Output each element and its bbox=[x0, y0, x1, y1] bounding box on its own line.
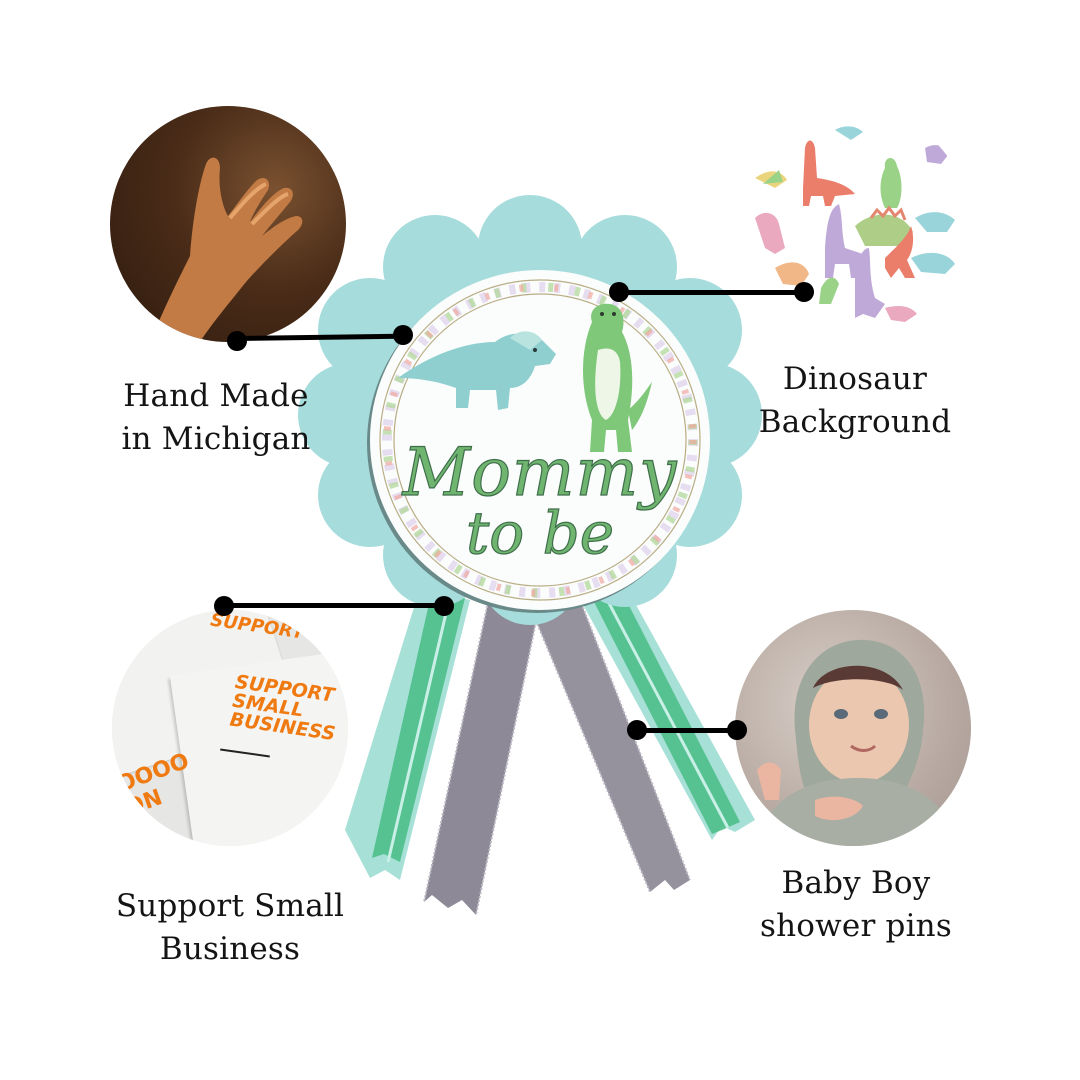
dinosaur-connector-dot-end bbox=[794, 282, 814, 302]
badge-title-to-be: to be bbox=[465, 499, 615, 567]
dinosaur-label-line1: Dinosaur bbox=[782, 361, 928, 397]
small-business-label: Support Small Business bbox=[100, 885, 360, 971]
hand-made-connector-dot-end bbox=[393, 325, 413, 345]
small-business-connector-dot-end bbox=[434, 596, 454, 616]
hand-made-label: Hand Made in Michigan bbox=[96, 375, 336, 461]
open-hand-icon bbox=[150, 157, 303, 342]
left-gray-ribbon bbox=[424, 602, 540, 915]
dinosaur-pattern-photo bbox=[735, 108, 970, 343]
small-business-connector-line bbox=[224, 603, 444, 608]
t-rex-illustration bbox=[583, 303, 652, 452]
baby-illustration bbox=[755, 639, 961, 846]
dinosaur-pattern-icon bbox=[755, 126, 955, 322]
badge-dino-border bbox=[379, 279, 701, 601]
hand-made-photo bbox=[110, 106, 346, 342]
right-green-ribbon bbox=[588, 588, 740, 834]
triceratops-illustration bbox=[398, 331, 556, 410]
right-gray-ribbon bbox=[528, 600, 690, 892]
baby-connector-dot-end bbox=[727, 720, 747, 740]
small-business-label-line2: Business bbox=[159, 931, 301, 967]
dinosaur-connector-line bbox=[619, 290, 804, 295]
baby-photo bbox=[735, 610, 971, 846]
mommy-to-be-badge: Mommy to be bbox=[370, 270, 710, 610]
hand-made-label-line1: Hand Made bbox=[123, 378, 309, 414]
small-business-label-line1: Support Small bbox=[115, 888, 345, 924]
dinosaur-label: Dinosaur Background bbox=[740, 358, 970, 444]
baby-boy-label: Baby Boy shower pins bbox=[745, 862, 967, 948]
hand-made-label-line2: in Michigan bbox=[121, 421, 311, 457]
baby-connector-line bbox=[637, 728, 737, 733]
badge-title-mommy: Mommy bbox=[402, 434, 678, 511]
baby-boy-label-line1: Baby Boy bbox=[781, 865, 931, 901]
dinosaur-label-line2: Background bbox=[758, 404, 952, 440]
baby-boy-label-line2: shower pins bbox=[760, 908, 952, 944]
